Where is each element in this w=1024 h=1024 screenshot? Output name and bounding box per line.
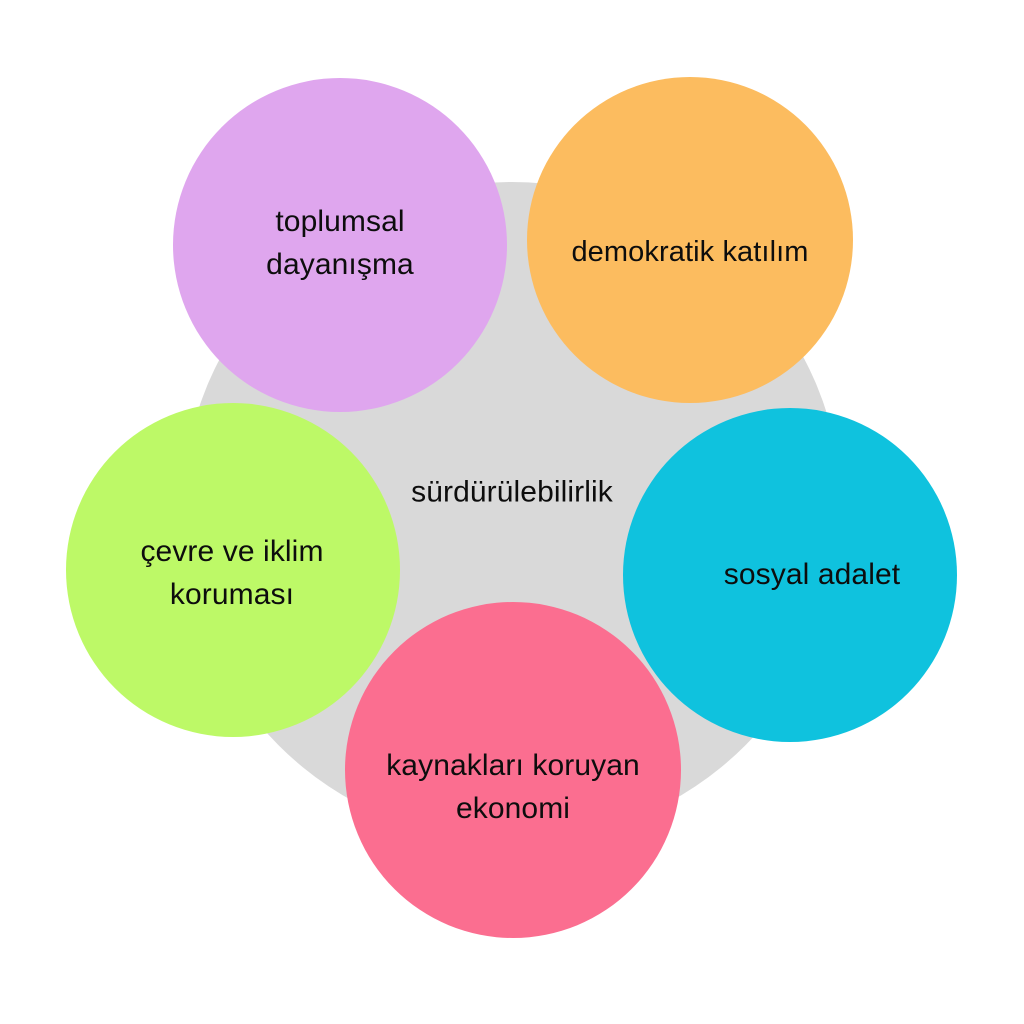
petal-label-cevre-ve-iklim-korumasi: çevre ve iklim koruması <box>140 535 324 611</box>
petal-demokratik-katilim[interactable]: demokratik katılım <box>527 77 853 403</box>
petal-label-kaynaklari-koruyan-ekonomi: kaynakları koruyan ekonomi <box>386 749 640 825</box>
petal-sosyal-adalet[interactable]: sosyal adalet <box>623 408 957 742</box>
petal-label-sosyal-adalet: sosyal adalet <box>723 557 901 591</box>
petal-toplumsal-dayanisma[interactable]: toplumsal dayanışma <box>173 78 507 412</box>
petal-cevre-ve-iklim-korumasi[interactable]: çevre ve iklim koruması <box>66 403 400 737</box>
center-label-surdurulebilirlik: sürdürülebilirlik <box>411 475 613 509</box>
petal-kaynaklari-koruyan-ekonomi[interactable]: kaynakları koruyan ekonomi <box>345 602 681 938</box>
petal-label-toplumsal-dayanisma: toplumsal dayanışma <box>266 205 414 281</box>
petal-label-demokratik-katilim: demokratik katılım <box>571 236 809 269</box>
